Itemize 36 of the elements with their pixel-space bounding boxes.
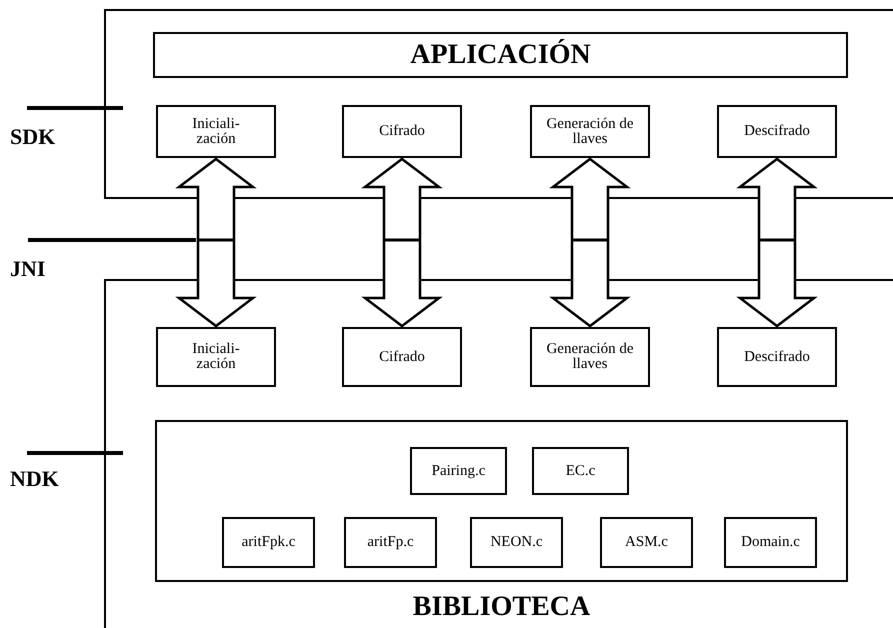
component-label: Descifrado [743, 350, 811, 364]
component-label: Descifrado [743, 124, 811, 139]
component-label: Iniciali- zación [191, 116, 241, 146]
file-box [532, 447, 629, 495]
file-box [470, 517, 563, 568]
function-box [717, 105, 837, 158]
function-box [156, 105, 276, 158]
component-label: Cifrado [378, 124, 426, 139]
application-box [153, 32, 848, 78]
layer-label: SDK [10, 124, 56, 150]
component-label: Iniciali- zación [191, 342, 241, 372]
function-box [717, 327, 837, 387]
function-box [156, 327, 276, 387]
component-label: Generación de llaves [545, 342, 635, 372]
library-title: BIBLIOTECA [412, 592, 592, 622]
component-label: ASM.c [625, 535, 668, 550]
component-label: NEON.c [490, 535, 543, 550]
component-label: Domain.c [741, 535, 800, 550]
component-label: EC.c [566, 464, 596, 478]
function-box [530, 105, 650, 158]
file-box [410, 447, 507, 495]
function-box [530, 327, 650, 387]
application-title: APLICACIÓN [410, 40, 591, 70]
file-box [724, 517, 817, 568]
file-box [344, 517, 437, 568]
file-box [222, 517, 315, 568]
component-label: Pairing.c [432, 464, 486, 478]
component-label: Generación de llaves [545, 116, 635, 146]
component-label: aritFpk.c [242, 535, 296, 550]
layer-label: NDK [10, 466, 59, 492]
component-label: Cifrado [378, 350, 426, 364]
component-label: aritFp.c [367, 535, 414, 550]
function-box [342, 105, 462, 158]
layer-label: JNI [10, 256, 46, 282]
function-box [342, 327, 462, 387]
file-box [600, 517, 693, 568]
